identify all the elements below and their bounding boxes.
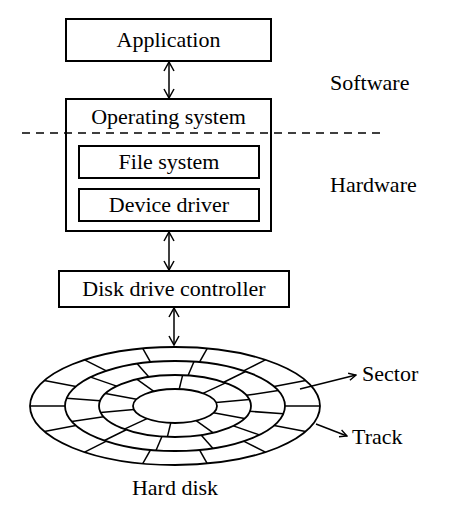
hardware-label: Hardware bbox=[330, 172, 417, 198]
double-arrow bbox=[168, 62, 170, 98]
software-label: Software bbox=[330, 70, 409, 96]
node-label: Disk drive controller bbox=[82, 276, 265, 302]
node-label: File system bbox=[119, 149, 220, 175]
sector-label: Sector bbox=[362, 361, 418, 387]
device-driver-box: Device driver bbox=[78, 188, 260, 222]
double-arrow bbox=[173, 308, 175, 345]
hard-disk: Hard disk bbox=[28, 345, 322, 505]
disk-controller-box: Disk drive controller bbox=[58, 270, 290, 308]
application-box: Application bbox=[65, 18, 272, 62]
node-label: Operating system bbox=[67, 104, 270, 130]
software-hardware-divider bbox=[22, 132, 385, 134]
disk-platter bbox=[28, 345, 322, 467]
operating-system-box: File systemDevice driver Operating system bbox=[65, 98, 272, 232]
node-label: Application bbox=[117, 27, 221, 53]
file-system-box: File system bbox=[78, 145, 260, 179]
node-label: Device driver bbox=[109, 192, 229, 218]
node-label: Hard disk bbox=[28, 475, 322, 501]
double-arrow bbox=[168, 232, 170, 270]
track-leader bbox=[316, 424, 347, 436]
track-label: Track bbox=[352, 424, 403, 450]
